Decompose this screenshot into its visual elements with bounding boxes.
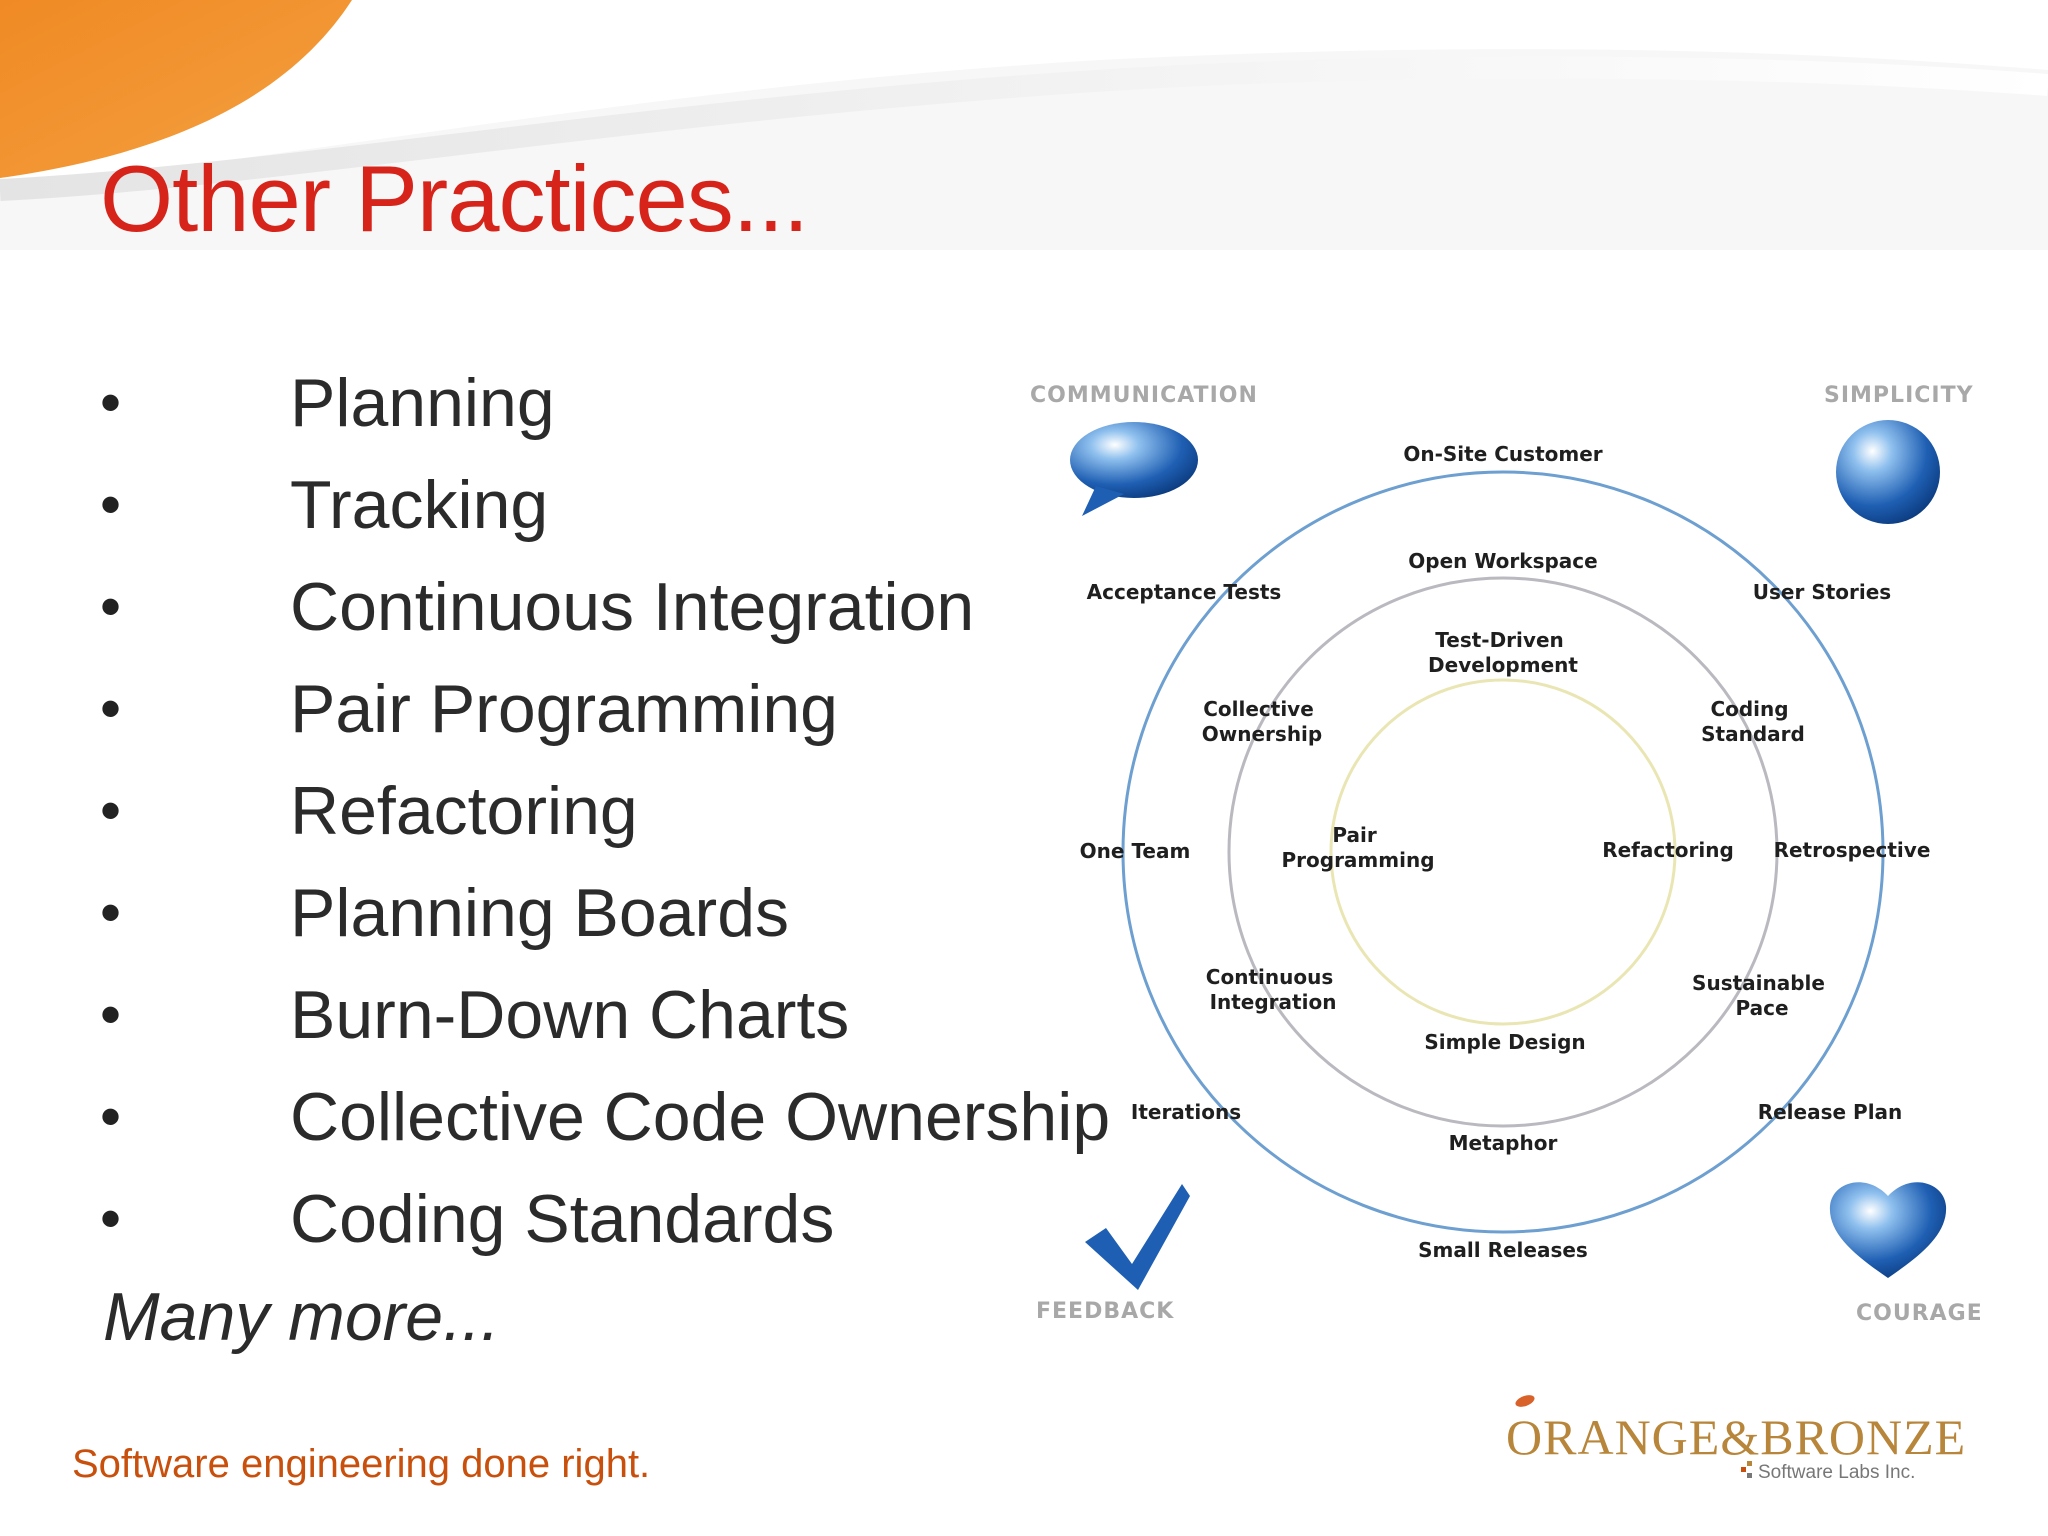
logo-leaf-icon [1515,1395,1535,1407]
label-user-stories: User Stories [1753,580,1891,604]
list-item-text: Refactoring [290,773,638,849]
label-acceptance-tests: Acceptance Tests [1087,580,1282,604]
bullet-icon: • [100,573,122,640]
label-retrospective: Retrospective [1774,838,1931,862]
list-item-text: Continuous Integration [290,569,975,645]
bullet-icon: • [100,369,122,436]
label-simple-design: Simple Design [1424,1030,1585,1054]
bullet-icon: • [100,777,122,844]
value-feedback: FEEDBACK [1036,1299,1174,1324]
header-swoosh [0,0,2048,251]
list-item-text: Coding Standards [290,1181,835,1257]
value-simplicity: SIMPLICITY [1824,383,1974,408]
xp-practices-diagram: COMMUNICATION SIMPLICITY FEEDBACK COURAG… [1030,383,1980,1326]
bullet-icon: • [100,1185,122,1252]
list-item-text: Planning [290,365,555,441]
label-metaphor: Metaphor [1449,1131,1558,1155]
bullet-icon: • [100,675,122,742]
label-small-releases: Small Releases [1418,1238,1588,1262]
list-item-text: Burn-Down Charts [290,977,850,1053]
company-logo [1515,1395,1752,1478]
label-collective-ownership: Collective Ownership [1202,697,1322,746]
bullet-icon: • [100,981,122,1048]
list-item-text: Planning Boards [290,875,790,951]
label-test-driven-development: Test-Driven Development [1428,628,1578,677]
label-pair-programming: Pair Programming [1281,823,1434,872]
label-sustainable-pace: Sustainable Pace [1692,971,1832,1020]
list-item-text: Collective Code Ownership [290,1079,1111,1155]
list-item-text: Tracking [290,467,549,543]
value-communication: COMMUNICATION [1030,383,1258,408]
label-continuous-integration: Continuous Integration [1206,965,1340,1014]
speech-bubble-icon [1070,422,1198,516]
label-on-site-customer: On-Site Customer [1403,442,1602,466]
checkmark-icon [1085,1184,1190,1290]
logo-wordmark: ORANGE&BRONZE [1506,1409,1967,1465]
label-coding-standard: Coding Standard [1701,697,1805,746]
bullet-icon: • [100,1083,122,1150]
bullet-icon: • [100,879,122,946]
value-courage: COURAGE [1856,1301,1980,1326]
logo-dots-icon [1741,1461,1752,1478]
sphere-icon [1836,420,1940,524]
slide-title: Other Practices... [100,146,809,251]
heart-icon [1829,1182,1947,1278]
label-iterations: Iterations [1131,1100,1241,1124]
label-release-plan: Release Plan [1758,1100,1903,1124]
footer-tagline: Software engineering done right. [72,1442,651,1486]
label-refactoring: Refactoring [1602,838,1734,862]
inner-ring [1329,678,1677,1026]
list-item-text: Pair Programming [290,671,838,747]
outer-ring [1121,470,1885,1234]
bullet-icon: • [100,471,122,538]
logo-subtitle: Software Labs Inc. [1758,1462,1916,1483]
many-more-text: Many more... [103,1279,500,1355]
middle-ring [1227,576,1779,1128]
label-one-team: One Team [1080,839,1191,863]
label-open-workspace: Open Workspace [1408,549,1597,573]
